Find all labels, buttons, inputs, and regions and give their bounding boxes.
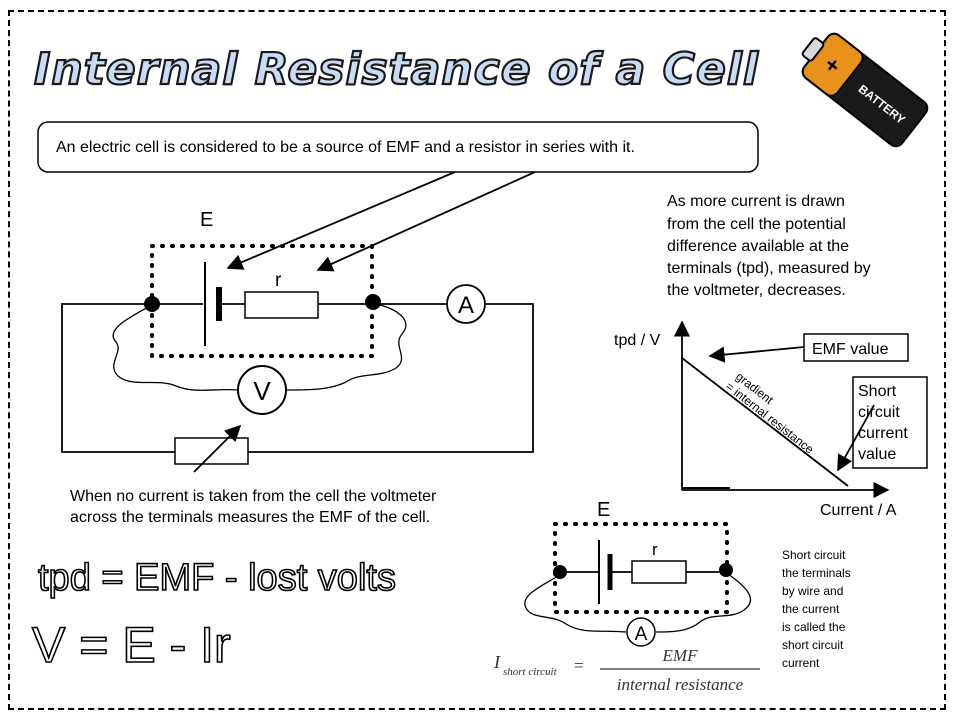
ammeter (446, 284, 486, 324)
short-circuit-arrow (837, 404, 875, 472)
internal-cell-boundary (150, 244, 374, 358)
terminal-right (365, 294, 381, 310)
circuit-two: E r A (524, 499, 752, 647)
voltmeter-lead-right (285, 303, 407, 391)
formula-subscript: short circuit (503, 666, 558, 678)
voltmeter-lead-left (112, 305, 239, 391)
circuit1-ammeter-label: A (458, 292, 474, 319)
arrow-to-resistor (316, 171, 536, 272)
formula-equals: = (574, 656, 584, 675)
short-circuit-note: Short circuit the terminals by wire and … (782, 548, 854, 670)
short-circuit-value-label: Short circuit current value (858, 383, 912, 463)
emf-value-label: EMF value (812, 341, 889, 358)
formula-current-symbol: I (493, 652, 501, 672)
current-drawn-note: As more current is drawn from the cell t… (667, 193, 875, 299)
circuit2-resistor (631, 560, 687, 584)
emf-value-arrow (708, 346, 805, 363)
circuit-one: E r A V (61, 209, 534, 473)
variable-resistor-arrow (193, 424, 242, 473)
circuit2-terminal-right (719, 563, 733, 577)
wire-left-loop (61, 303, 175, 453)
wire-right-loop (248, 303, 534, 453)
circuit1-emf-label: E (200, 209, 213, 231)
word-equation: tpd = EMF - lost volts (38, 557, 396, 599)
intro-text: An electric cell is considered to be a s… (56, 139, 635, 156)
symbol-equation: V = E - Ir (32, 617, 231, 673)
circuit1-resistor-label: r (275, 270, 282, 291)
graph-tpd-line (681, 357, 849, 487)
short-circuit-formula: I short circuit = EMF internal resistanc… (493, 646, 760, 694)
short-circuit-value-box (852, 376, 928, 469)
circuit2-ammeter (626, 617, 656, 647)
battery-icon: + BATTERY (801, 32, 929, 148)
formula-denominator: internal resistance (617, 675, 744, 694)
graph-y-label: tpd / V (614, 332, 661, 349)
arrow-to-emf (226, 171, 456, 270)
circuit2-emf-label: E (597, 499, 610, 521)
short-wire-left (524, 575, 627, 633)
intro-box: An electric cell is considered to be a s… (37, 121, 759, 173)
circuit1-voltmeter-label: V (253, 376, 271, 406)
page-title: Internal Resistance of a Cell (34, 44, 759, 95)
short-wire-right (655, 573, 752, 633)
circuit2-terminal-left (553, 565, 567, 579)
gradient-annotation: gradient = internal resistance (723, 369, 817, 456)
formula-numerator: EMF (662, 646, 699, 665)
tpd-current-graph: tpd / V Current / A gradient = internal … (614, 320, 928, 519)
variable-resistor (174, 437, 249, 465)
voltmeter (237, 365, 287, 415)
terminal-left (144, 296, 160, 312)
circuit2-ammeter-label: A (635, 624, 648, 645)
circuit2-resistor-label: r (652, 540, 658, 559)
page-frame (8, 10, 946, 710)
graph-x-label: Current / A (820, 502, 897, 519)
internal-resistor (244, 291, 319, 319)
no-current-note: When no current is taken from the cell t… (70, 488, 441, 526)
emf-value-box (803, 333, 909, 362)
